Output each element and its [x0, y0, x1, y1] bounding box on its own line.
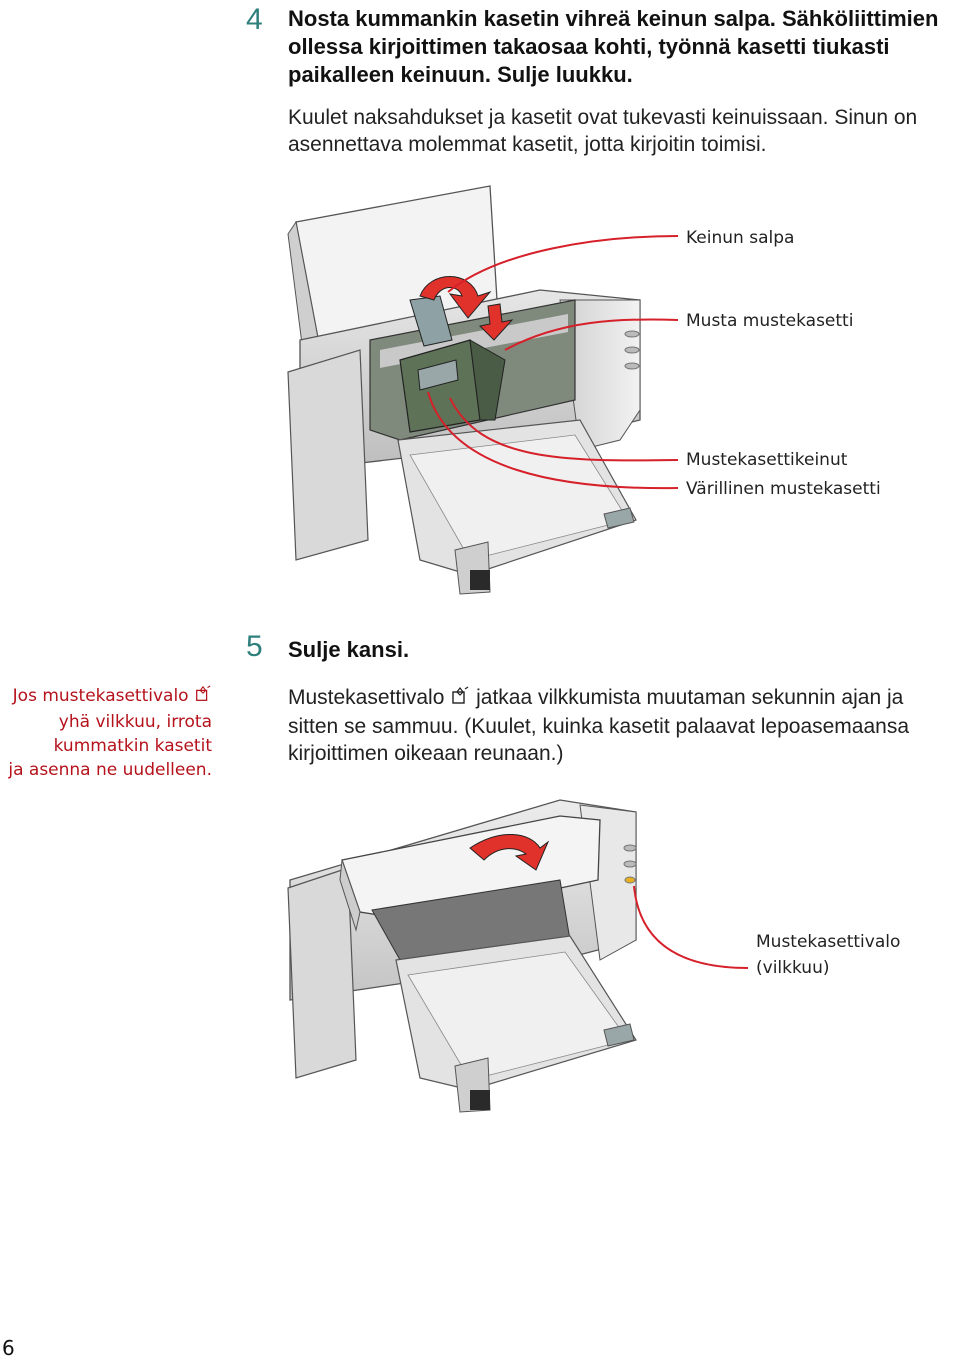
callout-cradle-latch: Keinun salpa	[686, 228, 795, 248]
callout-cartridge-light-line-2: (vilkkuu)	[756, 958, 830, 978]
callout-cartridge-light-line-1: Mustekasettivalo	[756, 932, 901, 952]
side-note-line-1: Jos mustekasettivalo	[12, 686, 189, 706]
step-number-4: 4	[246, 3, 263, 36]
callout-cartridge-light-blinking: Mustekasettivalo (vilkkuu)	[756, 929, 900, 981]
ink-cartridge-light-icon	[194, 685, 212, 710]
step-5-instruction: Sulje kansi.	[288, 637, 410, 662]
side-note-line-2: yhä vilkkuu, irrota	[58, 712, 212, 732]
step-4-instruction: Nosta kummankin kasetin vihreä keinun sa…	[288, 6, 939, 87]
side-note-line-3: kummatkin kasetit	[53, 736, 212, 756]
step-5-detail-start: Mustekasettivalo	[288, 686, 445, 709]
callout-cartridge-cradles: Mustekasettikeinut	[686, 450, 848, 470]
step-number-5: 5	[246, 630, 263, 663]
step-4-detail: Kuulet naksahdukset ja kasetit ovat tuke…	[288, 106, 918, 156]
side-note: Jos mustekasettivalo yhä vilkkuu, irrota…	[0, 684, 212, 782]
callout-black-cartridge: Musta mustekasetti	[686, 311, 854, 331]
page-number: 6	[2, 1336, 15, 1360]
side-note-line-1-row: Jos mustekasettivalo	[0, 684, 212, 710]
side-note-line-4: ja asenna ne uudelleen.	[8, 760, 212, 780]
ink-cartridge-light-icon	[450, 686, 470, 713]
step-5-detail: Mustekasettivalo jatkaa vilkkumista muut…	[288, 684, 958, 767]
step-5-detail-end: jatkaa vilkkumista muutaman sekunnin aja…	[288, 686, 910, 765]
step-4-text: Nosta kummankin kasetin vihreä keinun sa…	[288, 5, 958, 158]
callout-color-cartridge: Värillinen mustekasetti	[686, 479, 881, 499]
